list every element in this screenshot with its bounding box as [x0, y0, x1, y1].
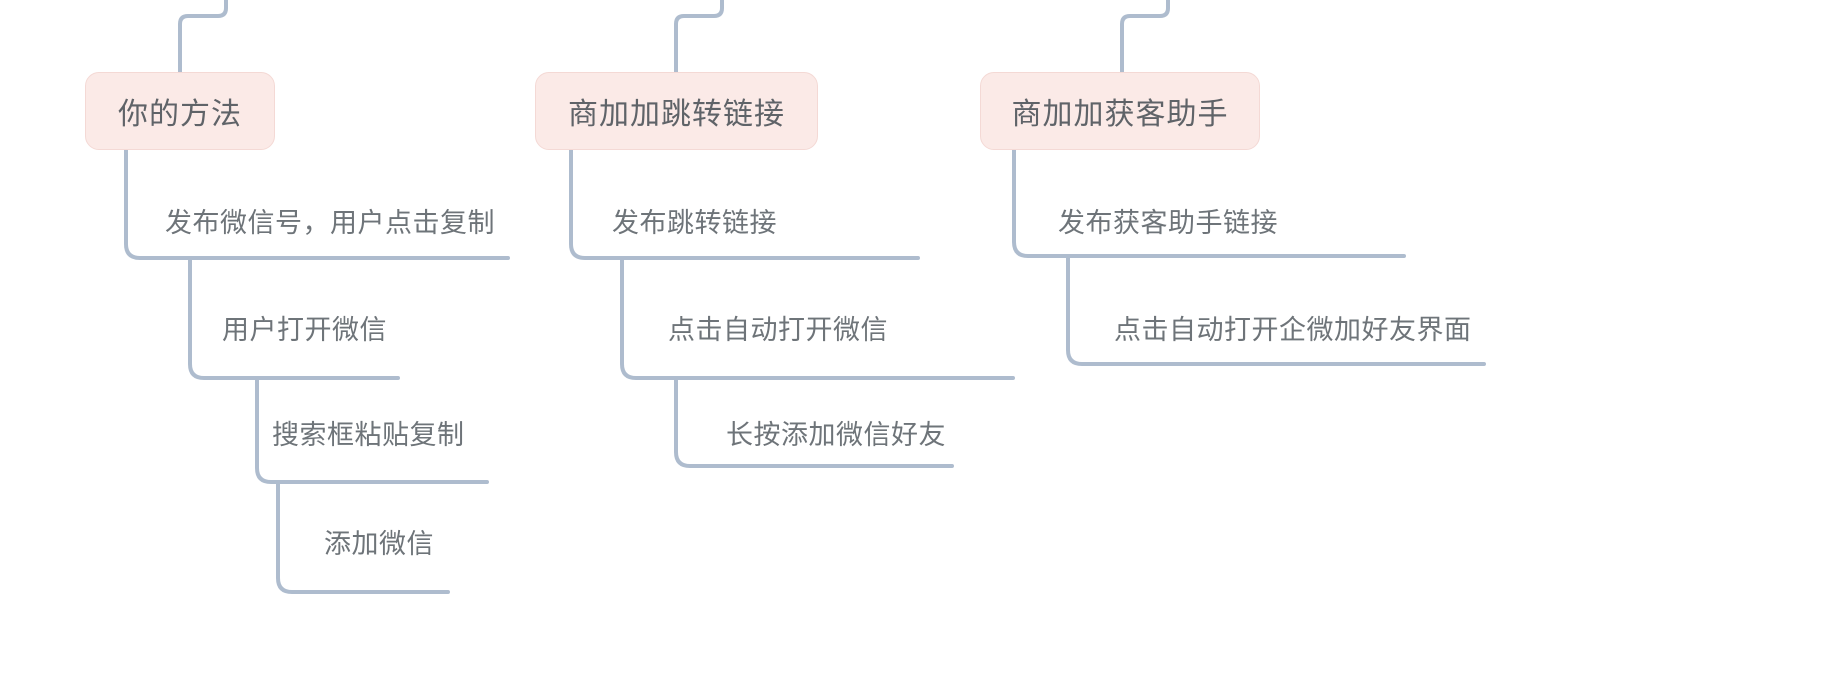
step-label-branch3-2: 点击自动打开企微加好友界面 [1114, 315, 1472, 345]
step-label-branch1-2: 用户打开微信 [222, 315, 387, 345]
node-label: 商加加获客助手 [1011, 98, 1229, 131]
step-label-branch1-1: 发布微信号，用户点击复制 [165, 208, 495, 238]
step-label-branch1-4: 添加微信 [324, 529, 434, 559]
node-branch-2[interactable]: 商加加跳转链接 [535, 72, 818, 150]
wire-branch3-incoming [1120, 0, 1170, 74]
node-label: 商加加跳转链接 [568, 98, 785, 131]
step-label-branch3-1: 发布获客助手链接 [1058, 208, 1278, 238]
step-label-branch2-2: 点击自动打开微信 [668, 315, 888, 345]
wire-branch2-step1 [569, 148, 920, 260]
wire-branch1-step1 [124, 148, 510, 260]
node-branch-3[interactable]: 商加加获客助手 [980, 72, 1260, 150]
node-branch-1[interactable]: 你的方法 [85, 72, 275, 150]
wire-branch3-step1 [1012, 148, 1406, 258]
step-label-branch2-1: 发布跳转链接 [612, 208, 777, 238]
wire-branch2-incoming [674, 0, 724, 74]
step-label-branch1-3: 搜索框粘贴复制 [272, 420, 465, 450]
wire-branch1-incoming [178, 0, 228, 74]
node-label: 你的方法 [118, 98, 242, 131]
wire-branch3-step2 [1066, 256, 1486, 366]
step-label-branch2-3: 长按添加微信好友 [726, 420, 946, 450]
